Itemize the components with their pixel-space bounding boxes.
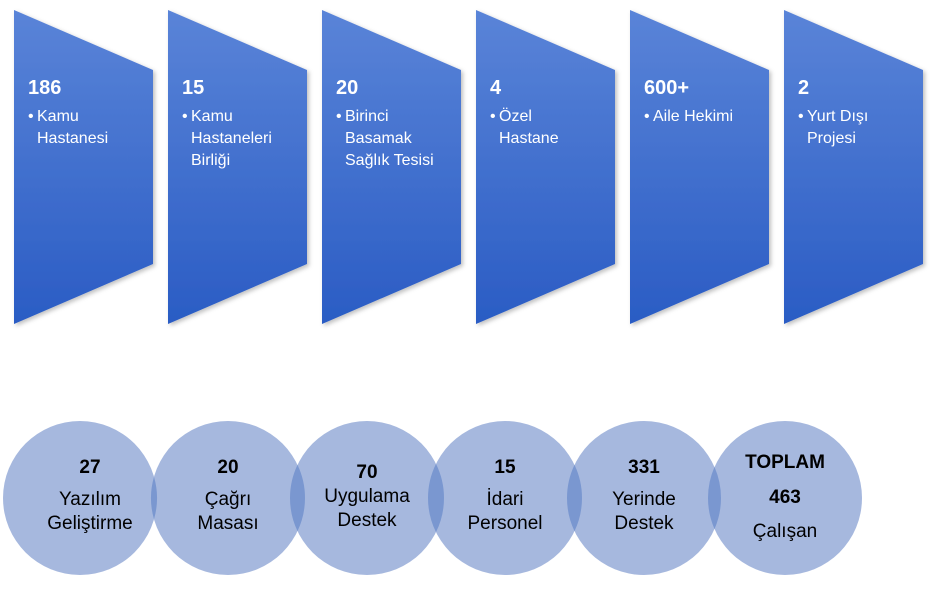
facility-value: 15 (182, 77, 205, 99)
circle-overlap-3 (428, 463, 444, 533)
circle-overlaps (151, 463, 721, 533)
facility-value: 20 (336, 77, 359, 99)
staff-item-5: 331 Yerinde Destek (569, 456, 719, 536)
facility-item-6: 2 Yurt Dışı Projesi (798, 76, 916, 150)
facility-label: Özel Hastane (490, 106, 608, 150)
facility-label: Aile Hekimi (644, 106, 762, 128)
staff-label: İdari Personel (467, 489, 543, 534)
circle-shape-4 (428, 421, 582, 575)
facility-value: 2 (798, 77, 810, 99)
facility-value: 186 (28, 77, 62, 99)
chevron-shape-5 (630, 10, 769, 324)
staff-value: 27 (79, 457, 101, 478)
staff-circles (3, 421, 862, 575)
chevron-shape-4 (476, 10, 615, 324)
circle-shape-5 (567, 421, 721, 575)
staff-value: 70 (356, 462, 378, 483)
circle-shape-1 (3, 421, 157, 575)
staff-label: Çağrı Masası (197, 489, 259, 534)
facility-value: 4 (490, 77, 502, 99)
facility-item-3: 20 Birinci Basamak Sağlık Tesisi (336, 76, 454, 172)
circle-overlap-5 (708, 467, 721, 529)
staff-item-3: 70 Uygulama Destek (292, 461, 442, 533)
staff-label: Yazılım Geliştirme (47, 489, 133, 534)
facility-label: Kamu Hastanesi (28, 106, 146, 150)
chevron-shape-1 (14, 10, 153, 324)
facility-chevrons (14, 10, 923, 324)
facility-item-5: 600+ Aile Hekimi (644, 76, 762, 128)
staff-item-1: 27 Yazılım Geliştirme (15, 456, 165, 536)
staff-item-4: 15 İdari Personel (430, 456, 580, 536)
facility-label: Yurt Dışı Projesi (798, 106, 916, 150)
total-heading: TOPLAM (745, 452, 825, 473)
total-value: 463 (769, 487, 801, 508)
circle-shape-3 (290, 421, 444, 575)
circle-overlap-4 (567, 464, 582, 532)
circle-overlap-1 (151, 476, 157, 520)
chevron-shape-6 (784, 10, 923, 324)
facility-item-2: 15 Kamu Hastaneleri Birliği (182, 76, 300, 172)
total-label: Çalışan (752, 521, 818, 542)
circle-shape-2 (151, 421, 305, 575)
circle-overlap-2 (289, 464, 305, 532)
facility-label: Birinci Basamak Sağlık Tesisi (336, 106, 454, 172)
facility-item-1: 186 Kamu Hastanesi (28, 76, 146, 150)
staff-label: Uygulama Destek (324, 486, 410, 531)
facility-label: Kamu Hastaneleri Birliği (182, 106, 300, 172)
staff-value: 20 (217, 457, 239, 478)
circle-shape-total (708, 421, 862, 575)
staff-total: TOPLAM 463 Çalışan (710, 451, 860, 544)
facility-value: 600+ (644, 77, 690, 99)
staff-label: Yerinde Destek (612, 489, 676, 534)
staff-item-2: 20 Çağrı Masası (153, 456, 303, 536)
staff-value: 15 (494, 457, 516, 478)
staff-value: 331 (628, 457, 660, 478)
facility-item-4: 4 Özel Hastane (490, 76, 608, 150)
